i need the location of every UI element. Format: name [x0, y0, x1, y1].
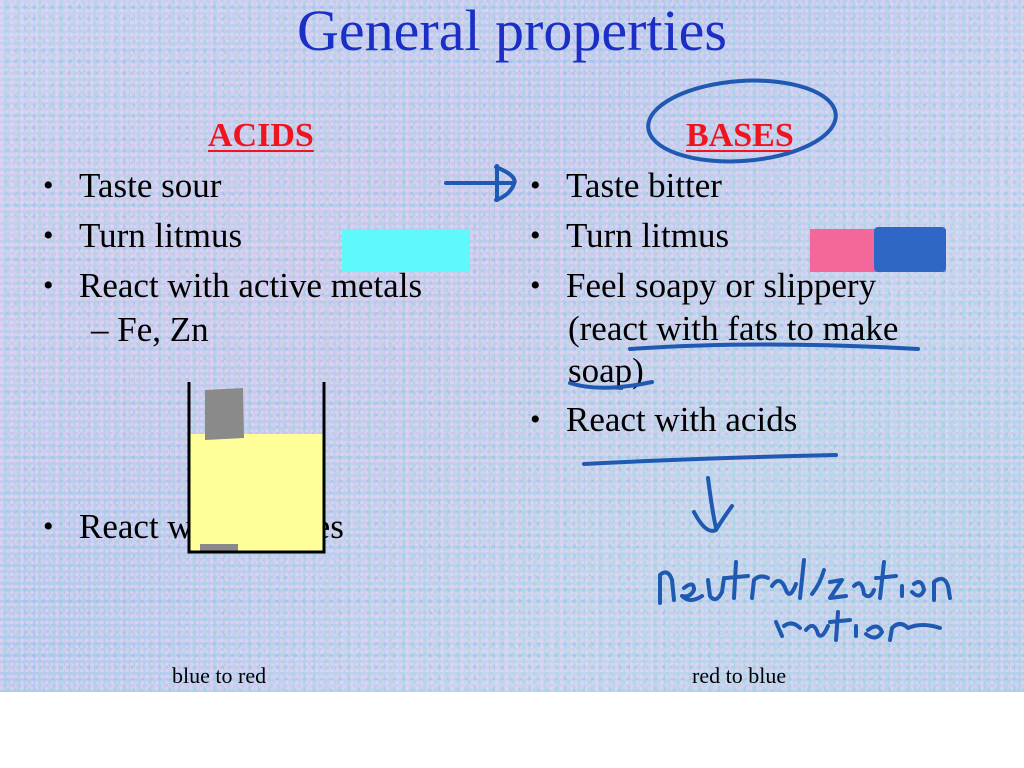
bullet-icon: •	[530, 269, 541, 302]
bases-continuation-1: (react with fats to make	[568, 309, 899, 348]
bullet-icon: •	[530, 169, 541, 202]
bases-heading: BASES	[686, 117, 794, 154]
blue-ink-scribble	[874, 227, 946, 272]
acids-bullet-litmus: • Turn litmus	[43, 216, 243, 256]
down-arrow-annotation	[692, 476, 734, 533]
blue-litmus-swatch	[342, 229, 470, 272]
bases-bullet-litmus-text: Turn litmus	[566, 216, 730, 255]
metal-strip-top	[205, 388, 244, 440]
bullet-icon: •	[43, 510, 54, 543]
bases-litmus-note: red to blue	[692, 663, 787, 688]
bases-bullet-litmus: • Turn litmus	[530, 216, 730, 256]
acids-bullet-taste: • Taste sour	[43, 166, 222, 206]
acids-litmus-note: blue to red	[172, 663, 267, 688]
bases-bullet-taste: • Taste bitter	[530, 166, 722, 206]
acids-bullet-metals: • React with active metals	[43, 266, 423, 306]
bases-continuation-2: soap)	[568, 351, 644, 390]
reaction-handwriting	[774, 610, 942, 642]
bases-bullet-taste-text: Taste bitter	[566, 166, 722, 205]
neutralization-handwriting	[658, 558, 952, 605]
beaker-liquid	[189, 434, 323, 551]
beaker-outline	[187, 382, 326, 554]
bullet-icon: •	[530, 403, 541, 436]
acids-bullet-bases: • React w	[43, 507, 193, 547]
metal-strip-bottom	[200, 544, 238, 551]
bullet-icon: •	[43, 169, 54, 202]
bullet-icon: •	[43, 269, 54, 302]
acids-bullet-metals-text: React with active metals	[79, 266, 423, 305]
beaker-illustration	[187, 382, 326, 554]
acids-sub-item: – Fe, Zn	[91, 310, 209, 349]
acids-bullet-taste-text: Taste sour	[79, 166, 222, 205]
bases-bullet-soapy: • Feel soapy or slippery	[530, 266, 877, 306]
bases-bullet-soapy-text: Feel soapy or slippery	[566, 266, 877, 305]
underline-react-acids	[582, 453, 838, 466]
bases-bullet-acids-text: React with acids	[566, 400, 798, 439]
acids-bullet-bases-start: React w	[79, 507, 193, 546]
slide: General properties ACIDS • Taste sour • …	[0, 0, 1024, 692]
acids-bullet-litmus-text: Turn litmus	[79, 216, 243, 255]
acids-heading: ACIDS	[208, 117, 314, 154]
arrow-annotation	[444, 164, 517, 202]
bases-bullet-acids: • React with acids	[530, 400, 798, 440]
slide-title: General properties	[297, 0, 727, 63]
bullet-icon: •	[530, 219, 541, 252]
bullet-icon: •	[43, 219, 54, 252]
